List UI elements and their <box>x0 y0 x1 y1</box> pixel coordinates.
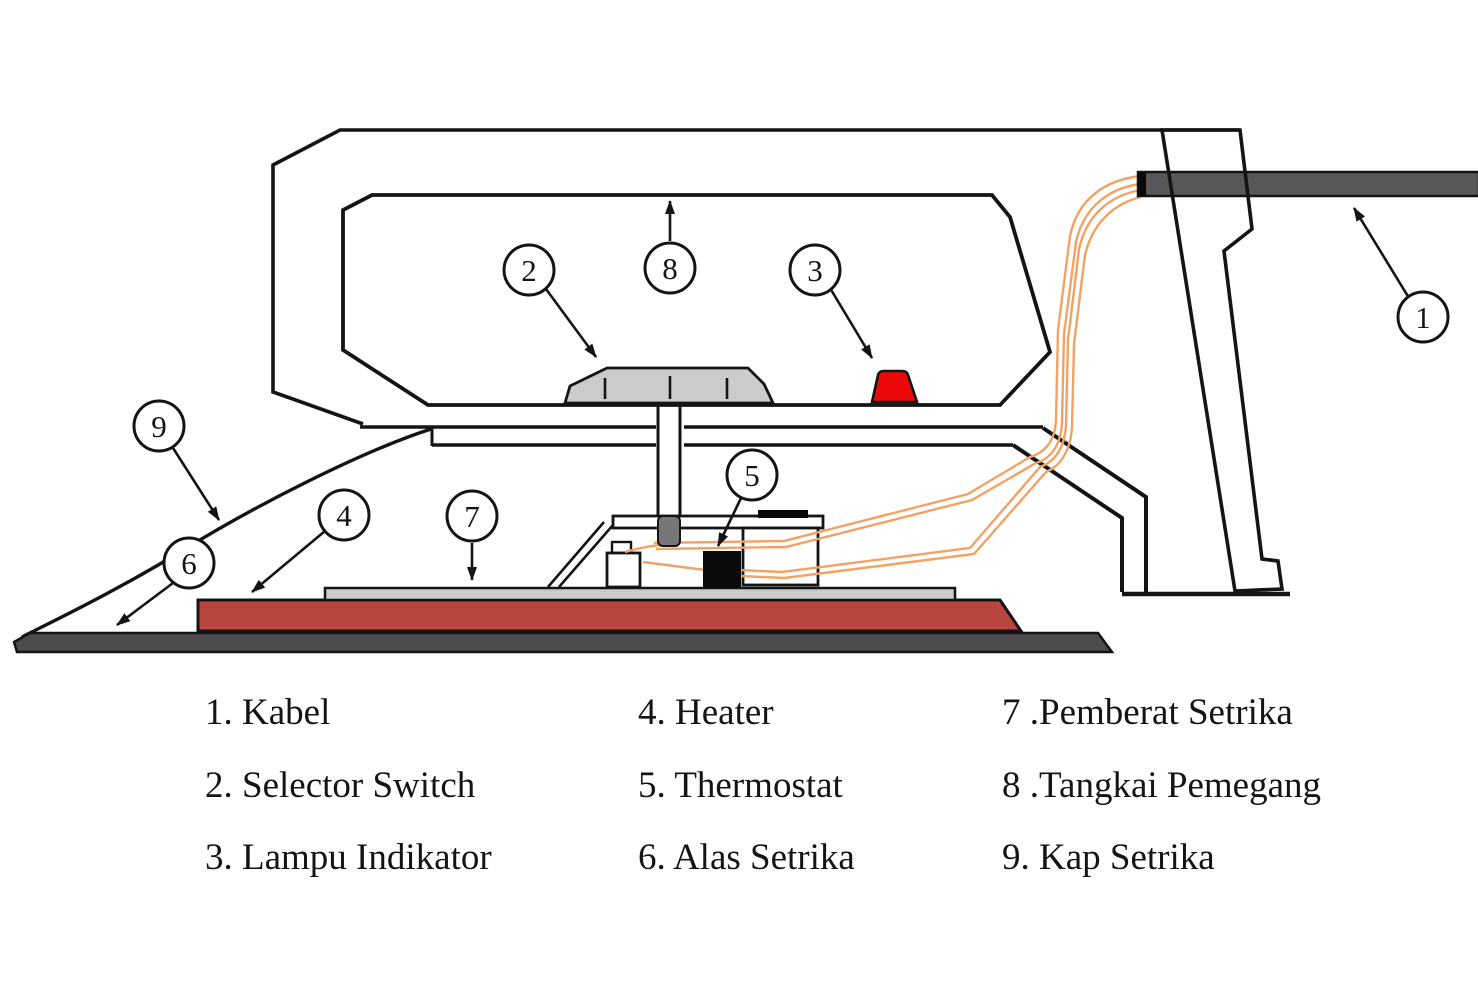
callout-circle-7 <box>445 489 499 543</box>
callout-number-4: 4 <box>336 498 352 533</box>
wire-branch-2 <box>642 560 706 572</box>
callout-circle-2 <box>502 243 556 297</box>
wiring-group <box>624 174 1142 580</box>
callout-circle-5 <box>725 448 779 502</box>
legend-item-selector-switch: 2. Selector Switch <box>205 765 476 806</box>
wire-branch-1 <box>624 543 663 554</box>
callout-number-3: 3 <box>807 253 823 288</box>
legend-item-kap-setrika: 9. Kap Setrika <box>1002 837 1215 878</box>
callout-circle-6 <box>162 536 216 590</box>
callout-number-1: 1 <box>1415 300 1431 335</box>
callout-circle-9 <box>132 399 186 453</box>
callout-arrow-9 <box>171 447 221 521</box>
callout-arrow-4 <box>251 530 326 593</box>
handle-outline <box>271 128 1240 426</box>
callout-number-8: 8 <box>662 251 678 286</box>
callout-circle-1 <box>1396 290 1450 344</box>
callout-number-7: 7 <box>464 499 480 534</box>
callout-circle-8 <box>643 241 697 295</box>
legend-item-lampu-indikator: 3. Lampu Indikator <box>205 837 492 878</box>
callout-number-9: 9 <box>151 409 167 444</box>
terminal-cap-stripe <box>758 510 808 518</box>
callout-arrows <box>116 200 1411 627</box>
cable-end-cap <box>1138 172 1146 196</box>
thermostat-block <box>703 551 741 588</box>
legend-item-pemberat-setrika: 7 .Pemberat Setrika <box>1002 692 1293 733</box>
legend-item-heater: 4. Heater <box>638 692 774 733</box>
heel-outline <box>1159 128 1285 593</box>
knob-shaft <box>656 403 682 516</box>
legend-item-alas-setrika: 6. Alas Setrika <box>638 837 855 878</box>
legend-item-tangkai-pemegang: 8 .Tangkai Pemegang <box>1002 765 1322 806</box>
wire-lower-1 <box>738 188 1142 574</box>
shaft-plug <box>657 515 681 547</box>
legend-item-thermostat: 5. Thermostat <box>638 765 843 806</box>
power-cable <box>1136 170 1478 198</box>
wire-upper-1 <box>653 174 1141 545</box>
callout-arrow-3 <box>828 287 874 359</box>
callout-number-5: 5 <box>744 458 760 493</box>
callout-circle-3 <box>788 243 842 297</box>
callout-circles: 1 2 3 4 5 6 7 8 9 <box>132 241 1450 590</box>
callout-arrow-6 <box>116 581 174 627</box>
soleplate <box>12 631 1115 654</box>
callout-circle-4 <box>317 488 371 542</box>
callout-number-6: 6 <box>181 546 197 581</box>
small-connector-box <box>605 551 642 589</box>
callout-number-2: 2 <box>521 253 537 288</box>
indicator-lamp <box>870 369 919 404</box>
callout-arrow-1 <box>1352 207 1411 299</box>
callout-arrow-2 <box>544 288 598 358</box>
callout-arrow-5 <box>716 495 744 547</box>
support-strut-lines <box>547 521 614 588</box>
wire-lower-2 <box>740 195 1142 580</box>
wire-upper-2 <box>655 182 1141 551</box>
knob-tick-marks <box>603 376 729 399</box>
legend-item-kabel: 1. Kabel <box>205 692 331 733</box>
rear-wall-inner-line <box>1041 426 1148 592</box>
